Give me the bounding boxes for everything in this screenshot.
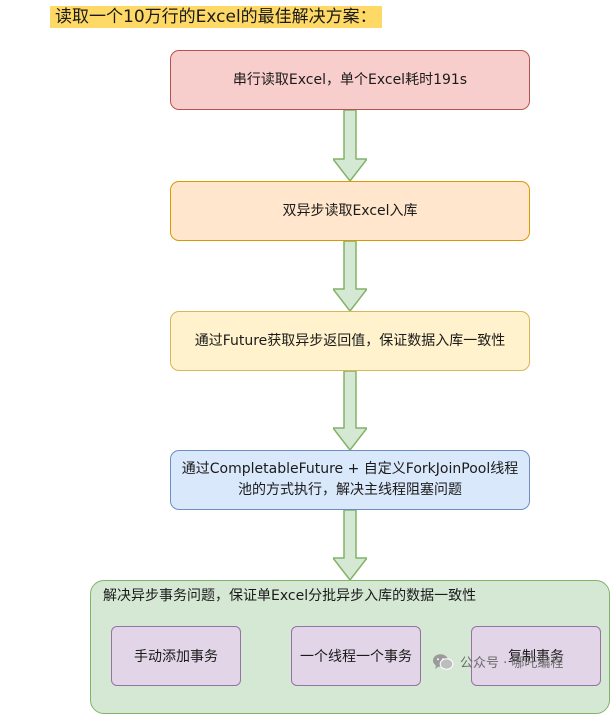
step-serial-read: 串行读取Excel，单个Excel耗时191s — [170, 50, 530, 110]
step-async-read: 双异步读取Excel入库 — [170, 181, 530, 241]
flow-arrow-4 — [333, 510, 367, 580]
flow-arrow-3 — [333, 371, 367, 450]
transaction-group: 解决异步事务问题，保证单Excel分批异步入库的数据一致性 手动添加事务 一个线… — [90, 580, 610, 714]
step-completablefuture: 通过CompletableFuture + 自定义ForkJoinPool线程池… — [170, 450, 530, 510]
flow-arrow-1 — [333, 110, 367, 181]
wechat-icon — [433, 653, 454, 670]
diagram-title: 读取一个10万行的Excel的最佳解决方案： — [50, 6, 382, 28]
option-manual-transaction: 手动添加事务 — [111, 626, 241, 686]
option-copy-transaction: 复制事务 — [471, 626, 601, 686]
diagram-title-text: 读取一个10万行的Excel的最佳解决方案： — [55, 7, 377, 27]
watermark: 公众号 · 哪吒编程 — [432, 652, 563, 671]
transaction-group-label: 解决异步事务问题，保证单Excel分批异步入库的数据一致性 — [103, 588, 477, 604]
step-future-consistency: 通过Future获取异步返回值，保证数据入库一致性 — [170, 311, 530, 371]
watermark-text: 公众号 · 哪吒编程 — [460, 656, 564, 671]
option-thread-per-transaction: 一个线程一个事务 — [291, 626, 421, 686]
flow-arrow-2 — [333, 241, 367, 311]
